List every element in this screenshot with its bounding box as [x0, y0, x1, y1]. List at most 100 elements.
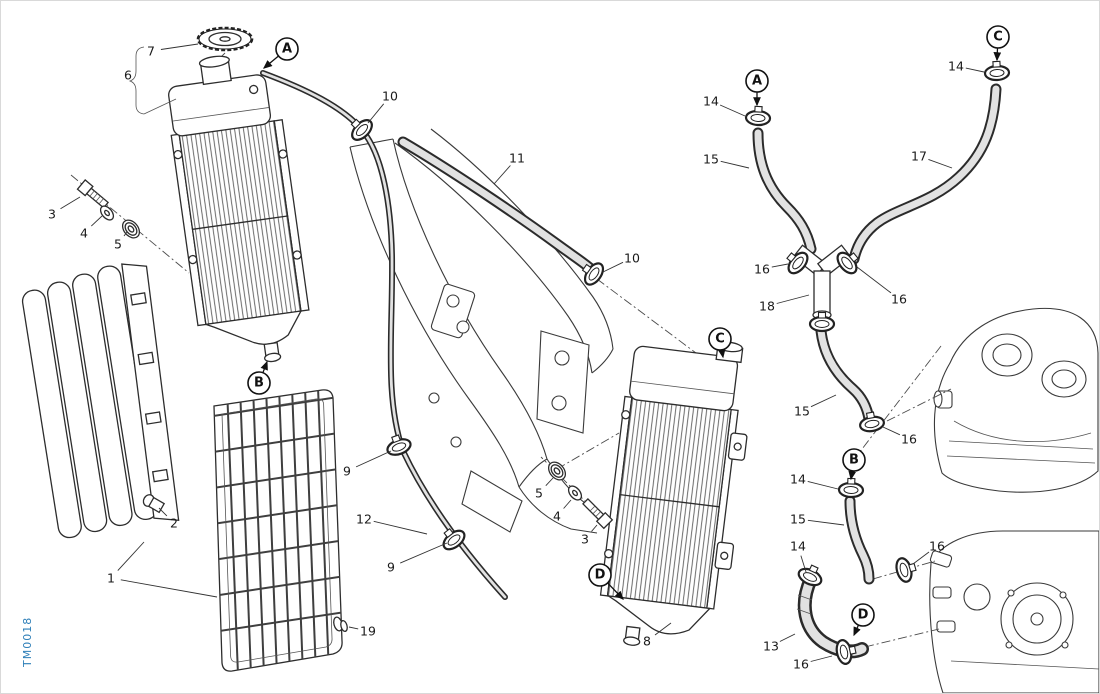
- callout-letter: A: [282, 42, 292, 57]
- callout-circle: [842, 448, 866, 472]
- clamp-9-icon: [382, 430, 414, 459]
- leader-line: [856, 266, 892, 294]
- part-label-16: 16: [929, 539, 945, 554]
- leader-line: [120, 579, 218, 598]
- leader-line: [602, 261, 624, 273]
- callout-C: C: [708, 327, 732, 359]
- left-radiator: [168, 55, 310, 363]
- part-label-14: 14: [948, 59, 964, 74]
- bracket-6: [128, 46, 177, 115]
- part-label-19: 19: [360, 624, 376, 639]
- part-label-14: 14: [790, 472, 806, 487]
- part-label-14: 14: [790, 539, 806, 554]
- leader-line: [810, 394, 837, 408]
- leader-line: [719, 104, 746, 117]
- callout-B: B: [247, 360, 271, 395]
- leader-line: [158, 507, 168, 517]
- part-label-5: 5: [535, 486, 543, 501]
- louver-panel: [21, 263, 180, 539]
- engine-cylinder-head: [933, 307, 1099, 493]
- callout-arrow-icon: [848, 470, 857, 481]
- leader-line: [400, 542, 448, 564]
- leader-line: [348, 626, 359, 630]
- callout-circle: [745, 69, 769, 93]
- clamp-14-icon: [795, 560, 827, 590]
- washer-4-left: [99, 205, 115, 221]
- grille-panel: [213, 389, 343, 672]
- callout-C: C: [986, 25, 1010, 62]
- drawing-code: TM0018: [21, 617, 34, 668]
- callout-arrow-icon: [262, 55, 279, 69]
- leader-line: [90, 215, 103, 227]
- callout-circle: [986, 25, 1010, 49]
- right-radiator: [599, 341, 748, 646]
- leader-line: [493, 165, 511, 185]
- clamp-16-icon: [857, 409, 887, 435]
- leader-line: [720, 160, 750, 169]
- leader-line: [800, 555, 807, 573]
- callout-B: B: [842, 448, 866, 481]
- part-label-10: 10: [382, 89, 398, 104]
- part-label-12: 12: [356, 512, 372, 527]
- callout-D: D: [851, 603, 875, 637]
- part-label-3: 3: [48, 207, 56, 222]
- callout-circle: [275, 37, 299, 61]
- callout-D: D: [588, 563, 624, 600]
- leader-line: [882, 426, 901, 436]
- grommet-5-left: [121, 219, 141, 239]
- part-label-6: 6: [124, 68, 132, 83]
- clamp-14-icon: [983, 59, 1011, 82]
- radiator-cap: [196, 26, 254, 52]
- part-19-clip: [333, 616, 348, 633]
- callout-arrow-icon: [993, 47, 1002, 62]
- motorcycle-frame: [349, 128, 614, 534]
- part-label-15: 15: [790, 512, 806, 527]
- callout-letter: C: [993, 30, 1003, 45]
- part-label-18: 18: [759, 299, 775, 314]
- callout-letter: B: [849, 453, 859, 468]
- callout-A: A: [262, 37, 299, 69]
- callout-letter: D: [858, 608, 869, 623]
- callout-arrow-icon: [607, 582, 624, 600]
- washer-4-right: [567, 485, 583, 501]
- leader-line: [928, 158, 953, 169]
- part-label-15: 15: [794, 404, 810, 419]
- part-label-16: 16: [793, 657, 809, 672]
- callout-A: A: [745, 69, 769, 107]
- hose-11: [397, 136, 597, 275]
- callout-arrow-icon: [260, 360, 268, 373]
- clamp-16-icon: [833, 636, 859, 667]
- callout-letter: C: [715, 332, 725, 347]
- bolt-3-right: [582, 498, 614, 530]
- callout-circle: [708, 327, 732, 351]
- clamp-16-icon: [892, 554, 920, 585]
- part-label-3: 3: [581, 532, 589, 547]
- part-label-4: 4: [80, 226, 88, 241]
- callout-letter: D: [595, 568, 606, 583]
- callout-circle: [851, 603, 875, 627]
- part-label-4: 4: [553, 509, 561, 524]
- leader-line: [912, 551, 930, 565]
- hose-15-middle: [815, 325, 875, 425]
- callout-circle: [588, 563, 612, 587]
- hose-15-top: [752, 127, 817, 255]
- part-label-16: 16: [891, 292, 907, 307]
- part-label-9: 9: [387, 560, 395, 575]
- part-label-11: 11: [509, 151, 525, 166]
- bolt-3-left: [76, 179, 110, 209]
- callout-circle: [247, 371, 271, 395]
- part-2-fitting: [142, 494, 166, 514]
- part-label-10: 10: [624, 251, 640, 266]
- leader-line: [591, 524, 598, 532]
- leader-line: [117, 541, 145, 571]
- leader-line: [807, 480, 839, 490]
- callout-arrow-icon: [717, 348, 726, 359]
- leader-line: [60, 196, 81, 210]
- leader-line: [779, 633, 796, 642]
- part-label-8: 8: [643, 634, 651, 649]
- part-label-17: 17: [911, 149, 927, 164]
- part-label-2: 2: [170, 516, 178, 531]
- leader-line: [367, 103, 385, 124]
